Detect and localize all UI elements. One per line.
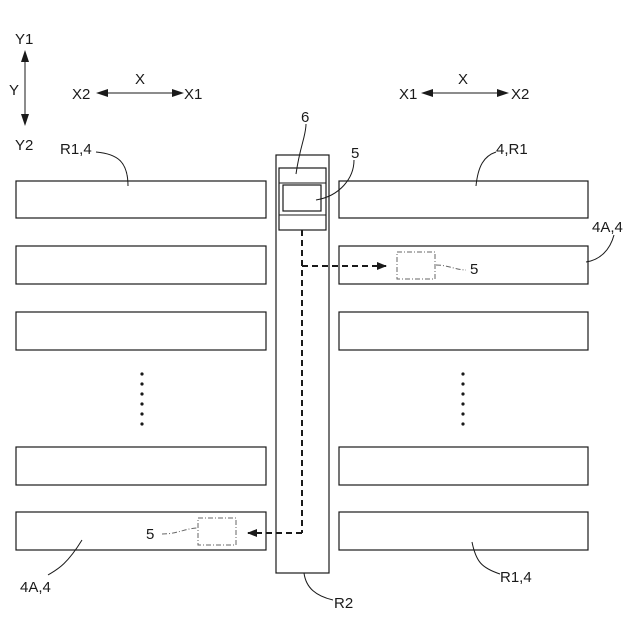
leader-aisle [304,573,333,600]
label-robot: 6 [301,109,309,126]
leader-right-target-rack [586,235,614,262]
right-x-arrowhead-right-icon [497,89,509,97]
right-x-arrowhead-left-icon [421,89,433,97]
label-top-left-rack: R1,4 [60,141,92,158]
left-rack-row-1 [16,181,266,218]
left-x-axis-indicator: X2 X X1 [72,71,202,103]
right-rack-row-3 [339,312,588,350]
left-rack-row-3 [16,312,266,350]
robot-held-container [283,185,321,211]
right-ellipsis-dots [461,372,464,425]
label-left-target-rack: 4A,4 [20,579,51,596]
label-right-target-rack: 4A,4 [592,219,623,236]
label-bottom-right-rack: R1,4 [500,569,532,586]
right-rack-row-4 [339,447,588,485]
right-x2-label: X2 [511,86,529,103]
y-axis-indicator: Y1 Y Y2 [9,31,33,154]
y-label: Y [9,82,19,99]
left-x-label: X [135,71,145,88]
left-ellipsis-dots [140,372,143,425]
y2-arrowhead-icon [21,114,29,126]
y1-label: Y1 [15,31,33,48]
right-rack-row-1 [339,181,588,218]
y2-label: Y2 [15,137,33,154]
right-x-axis-indicator: X1 X X2 [399,71,529,103]
label-left-container: 5 [146,526,154,543]
right-x-label: X [458,71,468,88]
label-right-container: 5 [470,261,478,278]
left-rack-row-4 [16,447,266,485]
label-top-right-rack: 4,R1 [496,141,528,158]
label-aisle: R2 [334,595,353,612]
left-x-arrowhead-right-icon [172,89,184,97]
left-x1-label: X1 [184,86,202,103]
left-x-arrowhead-left-icon [96,89,108,97]
left-rack-column [16,181,266,550]
left-rack-row-2 [16,246,266,284]
right-rack-row-5 [339,512,588,550]
right-rack-column [339,181,588,550]
y1-arrowhead-icon [21,50,29,62]
label-top-container: 5 [351,145,359,162]
right-x1-label: X1 [399,86,417,103]
left-x2-label: X2 [72,86,90,103]
